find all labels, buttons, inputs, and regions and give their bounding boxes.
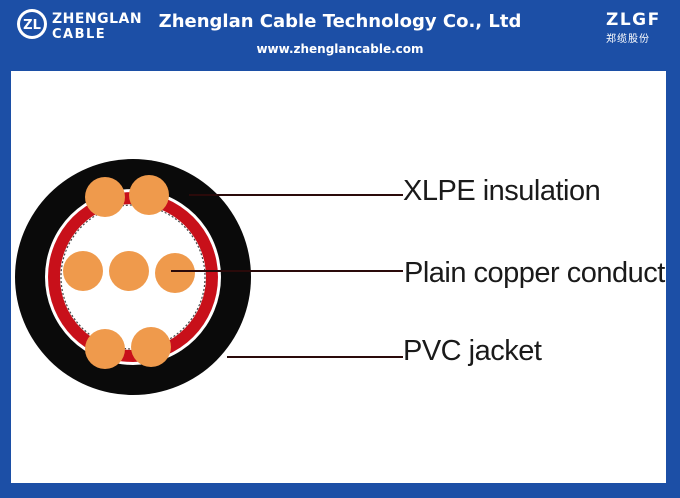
copper-strand — [155, 253, 195, 293]
brand-name-line2: CABLE — [52, 27, 107, 42]
label-xlpe-insulation: XLPE insulation — [403, 175, 601, 207]
company-name: Zhenglan Cable Technology Co., Ltd — [158, 11, 522, 32]
header-banner: ZL ZHENGLAN CABLE Zhenglan Cable Technol… — [0, 0, 680, 64]
zhenglan-logo: ZL ZHENGLAN CABLE — [16, 8, 142, 48]
copper-strand — [63, 251, 103, 291]
zlgf-brand-text: ZLGF — [606, 10, 661, 30]
copper-strand — [85, 329, 125, 369]
website-url: www.zhenglancable.com — [256, 42, 424, 56]
copper-strand — [131, 327, 171, 367]
label-plain-copper-conductor: Plain copper conductor — [404, 257, 666, 289]
cable-cross-section — [15, 159, 403, 395]
copper-strand — [109, 251, 149, 291]
cable-diagram-panel: XLPE insulation Plain copper conductor P… — [11, 71, 666, 483]
logo-mark-text: ZL — [23, 18, 41, 33]
zlgf-chinese-text: 郑缆股份 — [606, 34, 650, 45]
zlgf-logo: ZLGF 郑缆股份 — [604, 8, 668, 45]
zl-logo-icon: ZL — [17, 9, 47, 39]
label-pvc-jacket: PVC jacket — [403, 335, 542, 367]
copper-strand — [85, 177, 125, 217]
copper-strand — [129, 175, 169, 215]
brand-name-line1: ZHENGLAN — [52, 11, 143, 27]
